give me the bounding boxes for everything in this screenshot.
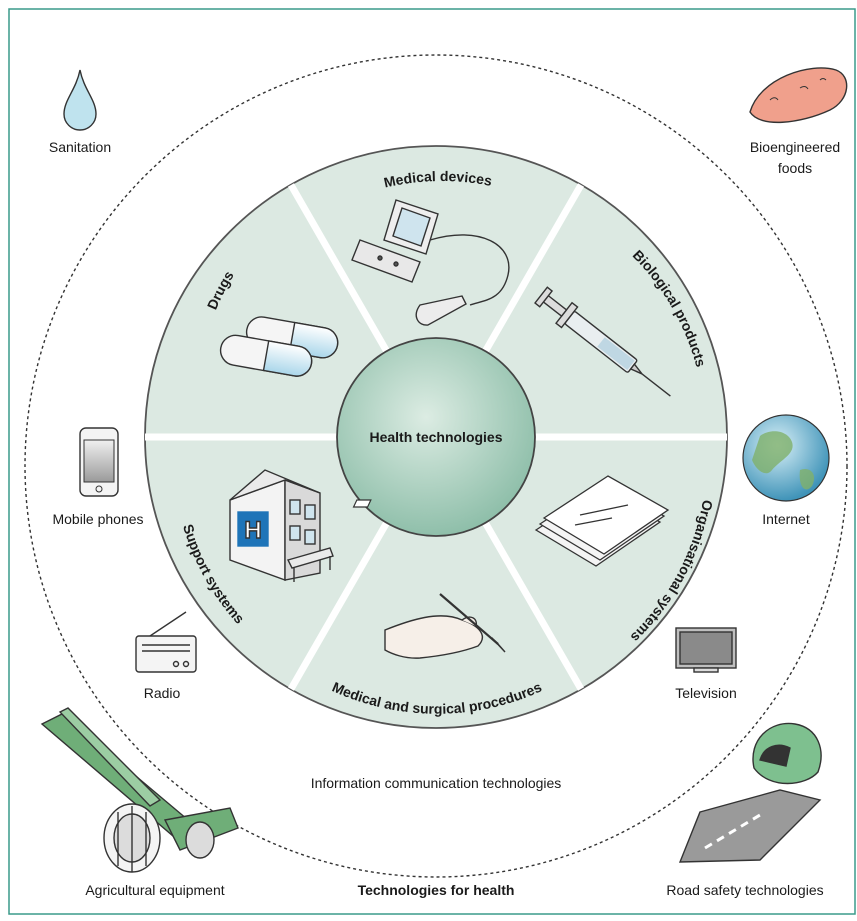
- syringe-icon: [534, 286, 671, 397]
- radio-label: Radio: [144, 685, 181, 701]
- radio-icon: [135, 611, 197, 673]
- television-label: Television: [675, 685, 736, 701]
- bioengineered-food-icon: [749, 67, 848, 123]
- mobile-phone-icon: [79, 427, 119, 497]
- center-circle: [336, 337, 536, 537]
- globe-icon: [742, 414, 830, 502]
- internet-label: Internet: [762, 511, 810, 527]
- segment-label-medical-devices: Medical devices: [382, 168, 493, 191]
- helmet-road-icon: [678, 722, 822, 863]
- org-chart-documents-icon: [352, 475, 670, 567]
- television-icon: [675, 627, 737, 673]
- mobile-phones-label: Mobile phones: [52, 511, 143, 527]
- center-label: Health technologies: [369, 429, 502, 445]
- outer-dashed-ring: [24, 54, 848, 878]
- road-safety-label: Road safety technologies: [666, 882, 823, 898]
- pills-icon: [219, 316, 339, 377]
- agricultural-equipment-icon: [40, 707, 239, 873]
- svg-text:H: H: [244, 517, 261, 544]
- ict-label: Information communication technologies: [311, 775, 562, 791]
- hand-scalpel-icon: [384, 593, 506, 659]
- sanitation-label: Sanitation: [49, 139, 111, 155]
- bioengineered-foods-label-line2: foods: [778, 160, 812, 176]
- water-drop-icon: [63, 69, 97, 131]
- ultrasound-device-icon: [351, 199, 510, 326]
- hospital-building-icon: H: [229, 469, 334, 582]
- bioengineered-foods-label-line1: Bioengineered: [750, 139, 840, 155]
- figure-title: Technologies for health: [358, 882, 515, 898]
- agricultural-equipment-label: Agricultural equipment: [85, 882, 224, 898]
